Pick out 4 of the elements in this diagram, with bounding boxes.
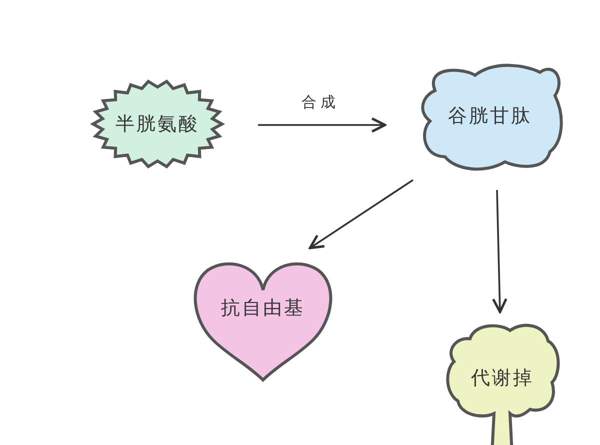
arrow <box>492 190 508 314</box>
arrow <box>308 179 414 250</box>
arrow <box>258 117 386 133</box>
starburst-node: 半胱氨酸 <box>90 78 225 170</box>
